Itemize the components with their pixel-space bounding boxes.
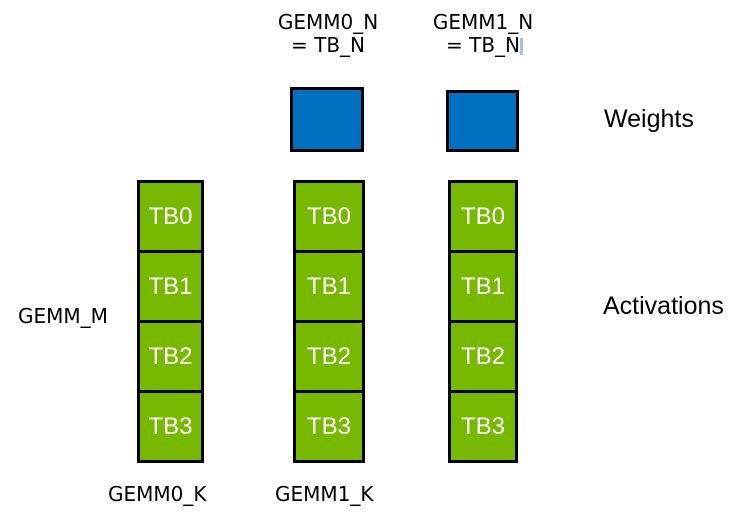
label-weights: Weights [604,105,694,133]
label-gemm0-n-line1: GEMM0_N [277,10,379,34]
tb-block: TB2 [448,320,518,393]
label-activations: Activations [603,292,724,320]
label-gemm1-n-line1: GEMM1_N [432,10,534,34]
tb-block: TB3 [293,390,365,463]
tb-block: TB1 [448,250,518,323]
activation-column-1: TB0 TB1 TB2 TB3 [293,180,365,463]
weights-block-gemm0 [290,87,364,152]
label-gemm-m: GEMM_M [18,304,108,328]
tb-block: TB0 [137,180,204,253]
tb-block: TB2 [137,320,204,393]
tb-block: TB1 [137,250,204,323]
tb-block: TB3 [137,390,204,463]
tb-block: TB2 [293,320,365,393]
label-gemm0-n-line2: = TB_N [290,33,365,57]
tb-block: TB3 [448,390,518,463]
label-gemm0-n: GEMM0_N = TB_N [253,11,403,57]
text-cursor-artifact [520,38,523,55]
label-gemm1-n-line2: = TB_N [445,33,520,57]
weights-block-gemm1 [446,90,519,152]
label-gemm1-k: GEMM1_K [275,482,374,506]
label-gemm1-n: GEMM1_N = TB_N [408,11,558,57]
tb-block: TB1 [293,250,365,323]
tb-block: TB0 [293,180,365,253]
activation-column-0: TB0 TB1 TB2 TB3 [137,180,204,463]
tb-block: TB0 [448,180,518,253]
activation-column-2: TB0 TB1 TB2 TB3 [448,180,518,463]
label-gemm0-k: GEMM0_K [108,482,207,506]
